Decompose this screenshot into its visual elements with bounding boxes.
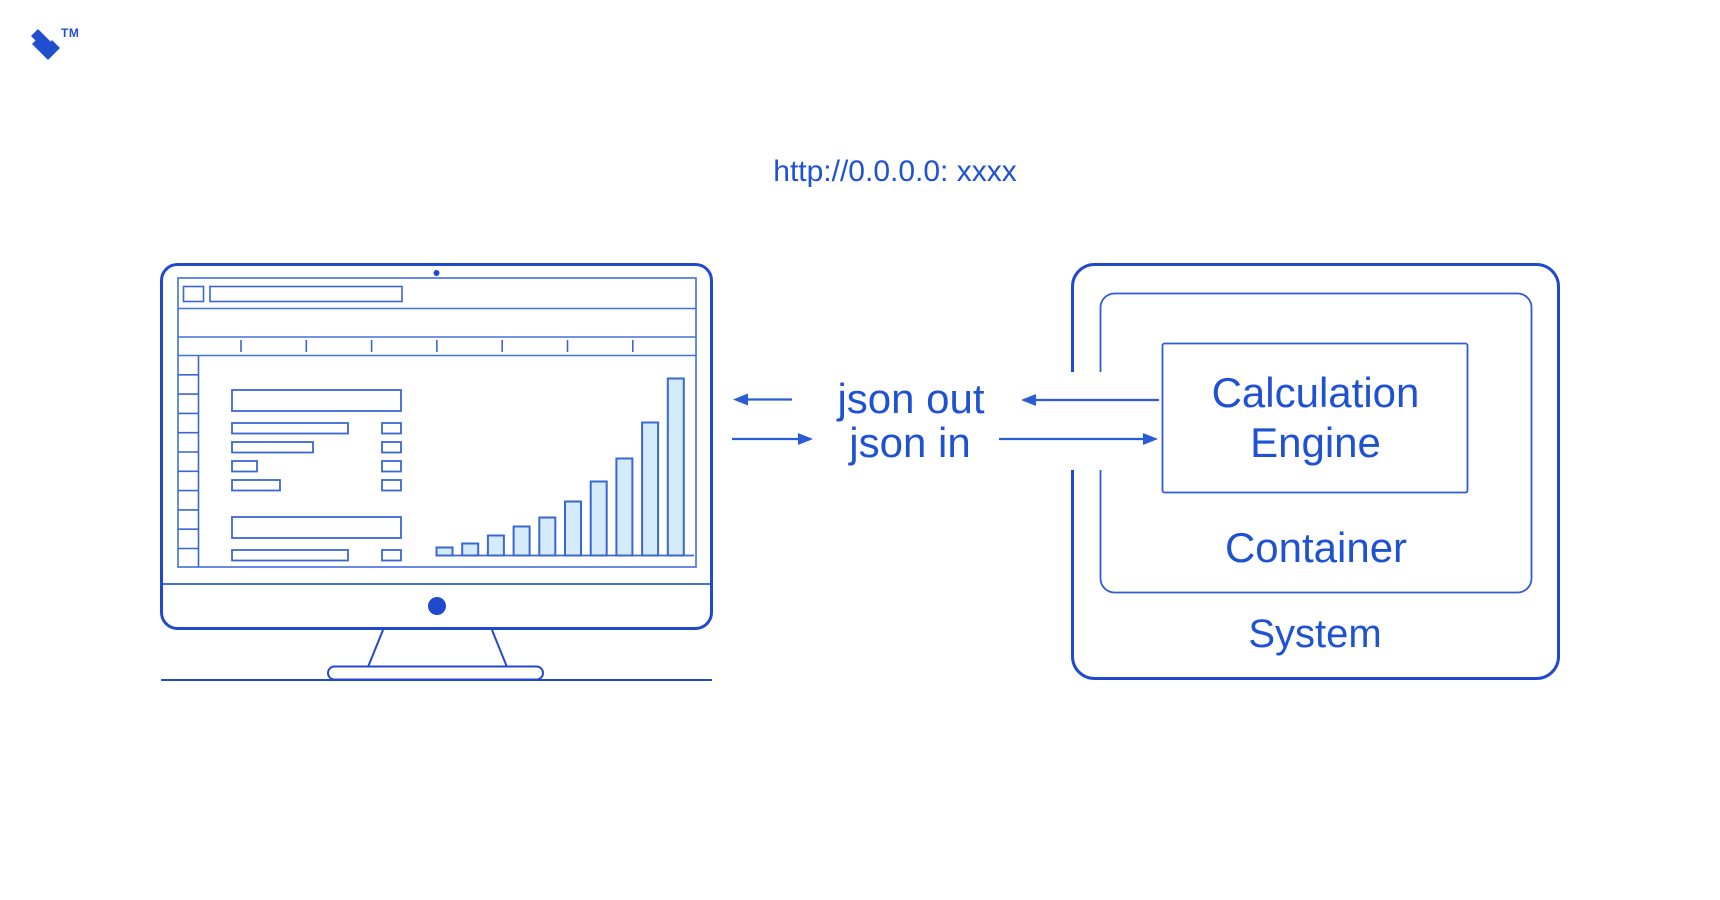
arrow-border-gap xyxy=(1058,372,1138,470)
text-line-rect xyxy=(231,441,314,454)
chart-bar xyxy=(589,480,608,557)
chart-bar xyxy=(564,500,582,557)
chart-bar xyxy=(641,421,660,557)
system-stack xyxy=(1058,263,1560,680)
content-heading-rect xyxy=(231,389,402,412)
text-line-rect xyxy=(231,460,258,473)
calculation-engine-line2: Engine xyxy=(1250,419,1381,466)
tab-strip[interactable] xyxy=(240,340,634,352)
json-out-label: json out xyxy=(837,375,985,422)
content-heading-rect xyxy=(231,516,402,539)
system-box xyxy=(1071,263,1560,680)
toptal-logo-icon xyxy=(31,29,60,60)
field-box xyxy=(381,460,402,473)
address-bar[interactable] xyxy=(209,285,403,303)
arrow-engine-to-json-out xyxy=(1021,394,1159,406)
container-label: Container xyxy=(1224,524,1408,571)
text-line-rect xyxy=(231,479,281,492)
arrow-json-in-to-engine xyxy=(999,433,1158,445)
text-line-rect xyxy=(231,422,349,435)
monitor-stand xyxy=(161,629,712,681)
bar-chart xyxy=(435,377,685,557)
trademark-label: TM xyxy=(61,26,80,40)
camera-icon xyxy=(433,270,440,276)
calculation-engine-box xyxy=(1161,342,1469,494)
json-in-label: json in xyxy=(849,419,971,466)
stand-leg-right xyxy=(491,629,508,668)
chart-bar xyxy=(538,516,557,557)
arrow-json-out-to-monitor xyxy=(733,393,792,406)
field-box xyxy=(381,549,402,562)
monitor-frame xyxy=(160,263,713,630)
monitor xyxy=(160,263,713,630)
field-box xyxy=(381,422,402,435)
flow-arrows xyxy=(732,393,1159,445)
chart-bar xyxy=(461,542,480,557)
chart-bar xyxy=(615,457,634,557)
chart-bar xyxy=(486,534,505,557)
field-box xyxy=(381,479,402,492)
content-placeholders xyxy=(231,389,402,562)
system-label: System xyxy=(1248,612,1382,656)
calculation-engine-line1: Calculation xyxy=(1211,369,1420,416)
service-url-label: http://0.0.0.0: xxxx xyxy=(773,155,1017,188)
arrow-monitor-to-json-in xyxy=(732,433,813,445)
text-line-rect xyxy=(231,549,349,562)
monitor-screen xyxy=(177,277,697,568)
back-button[interactable] xyxy=(182,285,205,303)
field-box xyxy=(381,441,402,454)
stand-base xyxy=(327,665,544,681)
chart-bar xyxy=(512,525,531,557)
chart-bar xyxy=(666,377,685,557)
stand-leg-left xyxy=(367,629,384,668)
sidebar[interactable] xyxy=(178,355,200,568)
home-button[interactable] xyxy=(428,597,446,615)
calculation-engine-label: Calculation Engine xyxy=(1165,368,1466,468)
chart-bar xyxy=(435,546,454,557)
